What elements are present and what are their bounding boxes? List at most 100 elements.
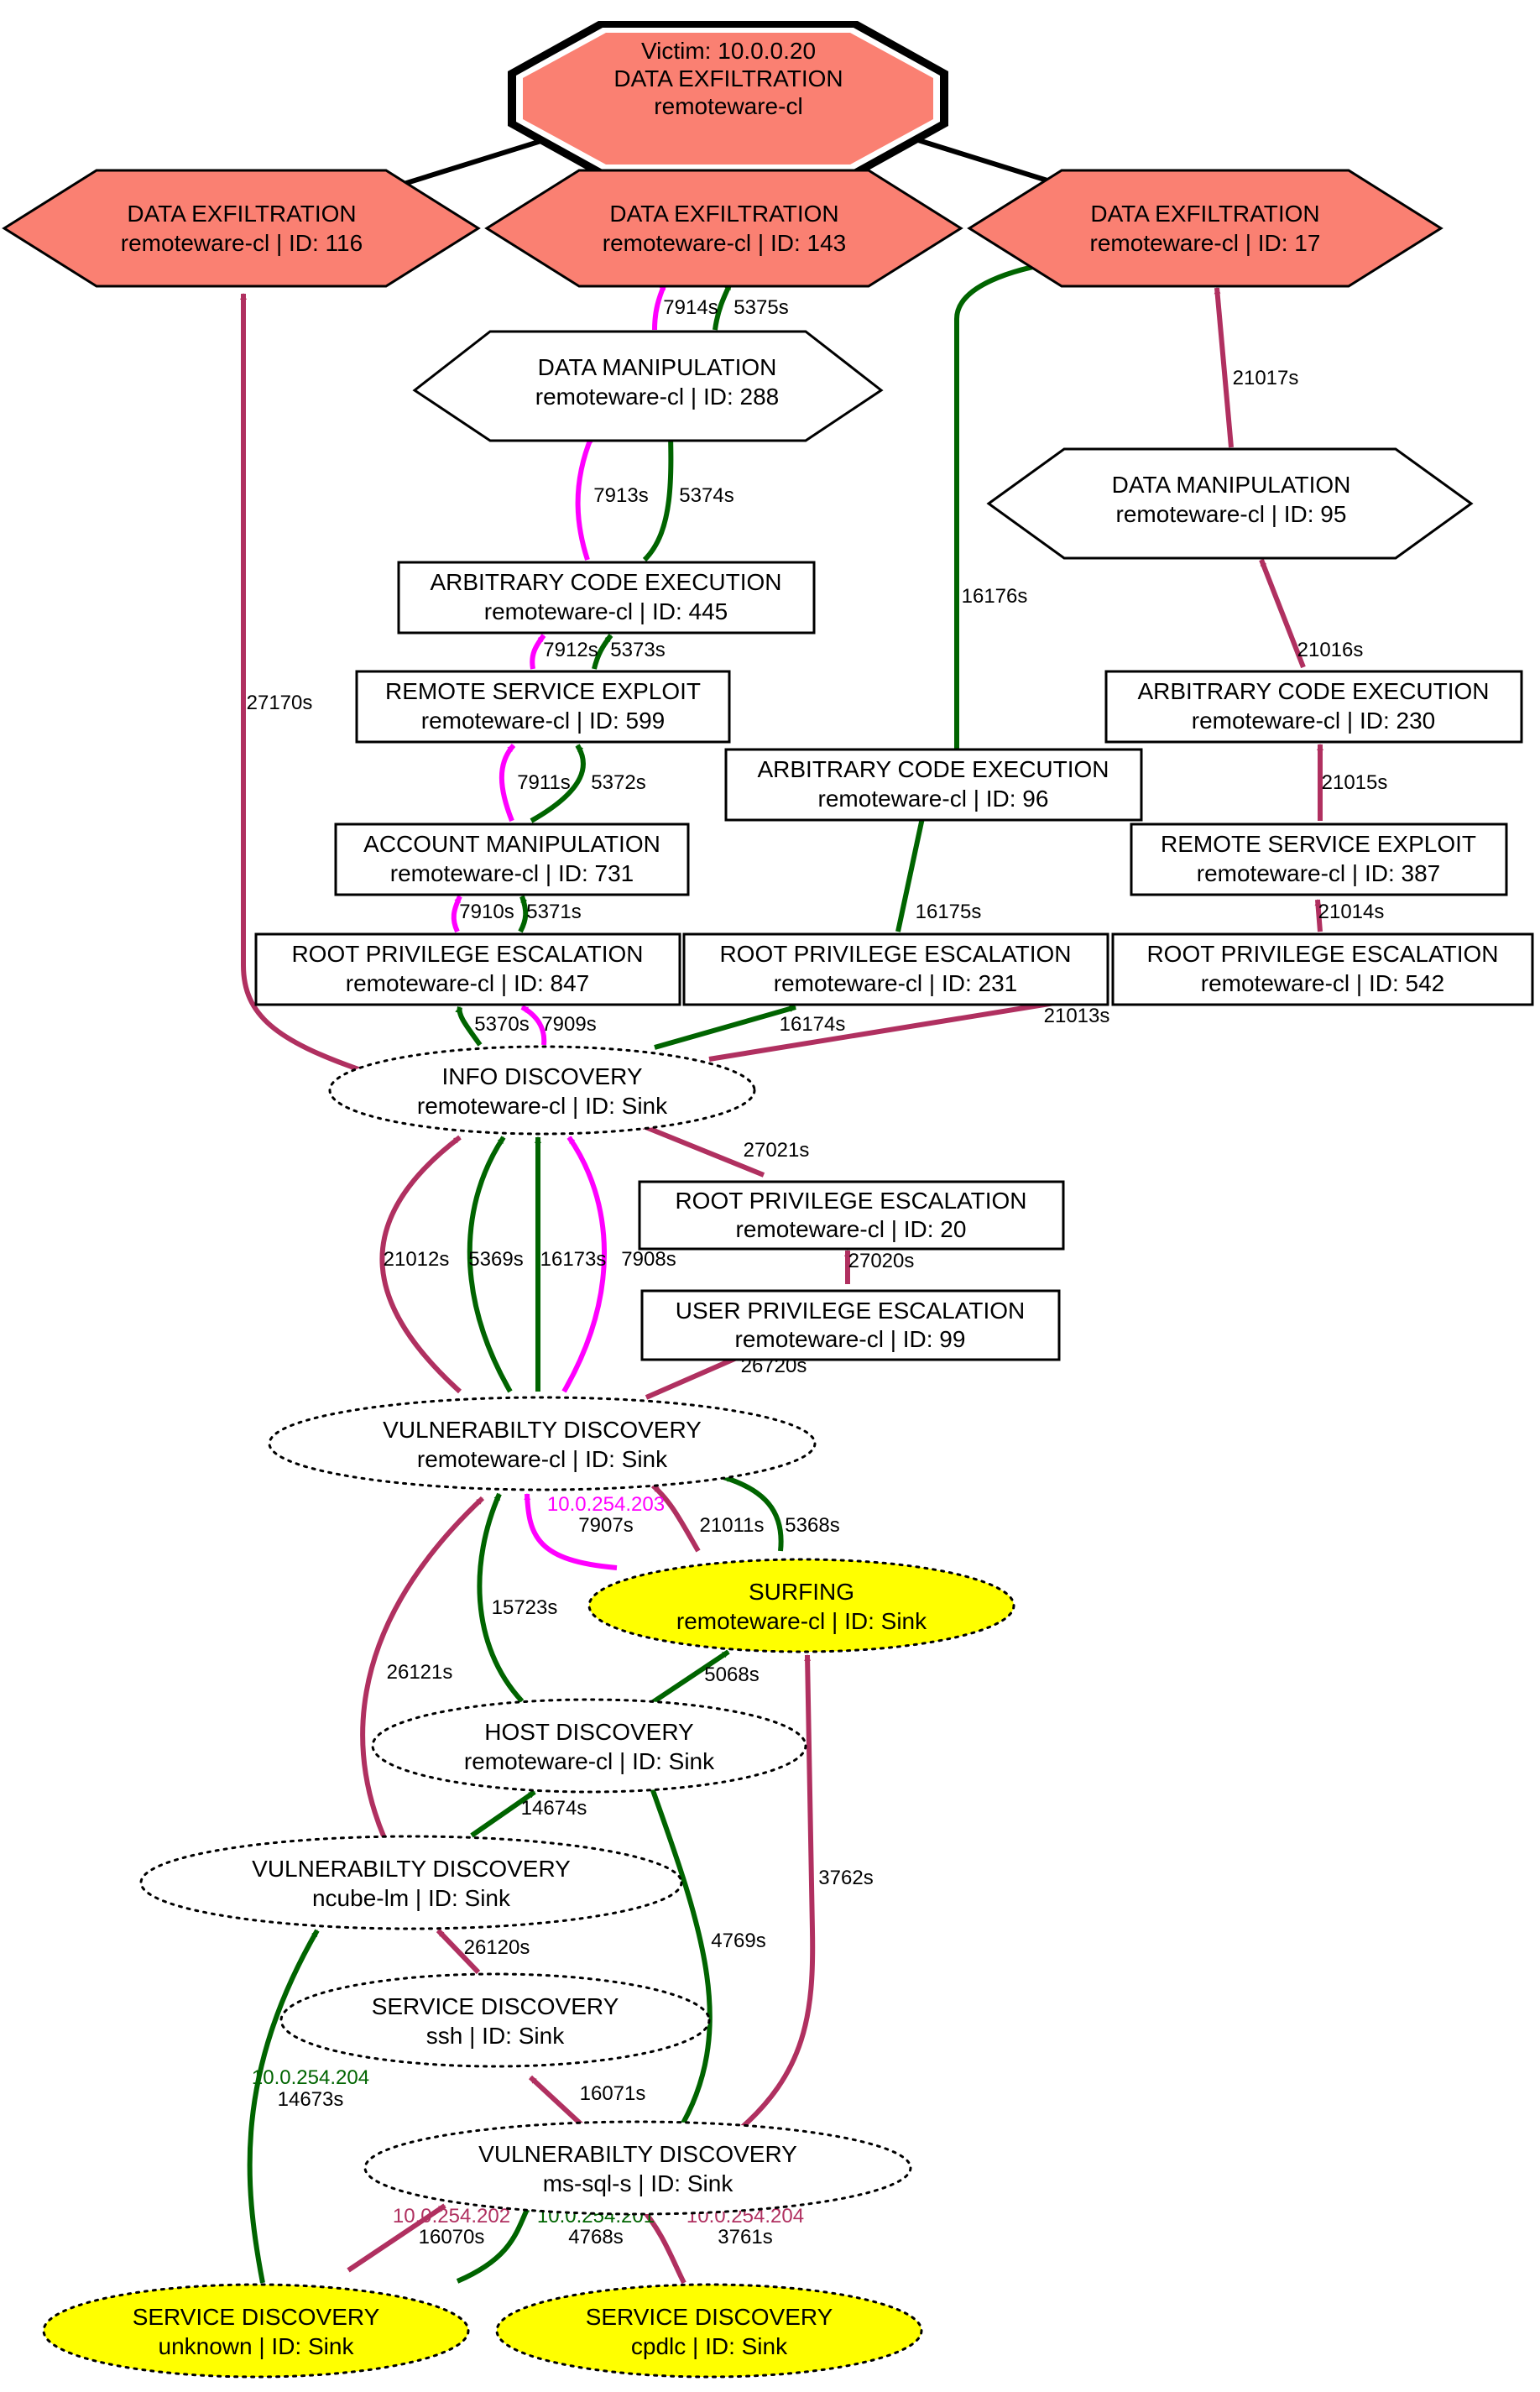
edge-e44 [347,2203,446,2273]
edge-label-e17: 16175s [916,901,982,923]
svg-text:ROOT PRIVILEGE ESCALATION: ROOT PRIVILEGE ESCALATION [719,941,1071,967]
exfil-node-143[interactable]: DATA EXFILTRATION remoteware-cl | ID: 14… [484,169,963,288]
edge-e32 [524,1493,618,1570]
svg-text:remoteware-cl | ID: 599: remoteware-cl | ID: 599 [421,708,666,734]
edge-label-e20: 5371s [526,901,581,923]
edge-label-e14: 21015s [1322,771,1388,794]
edge-e16 [530,744,586,823]
svg-text:remoteware-cl | ID: Sink: remoteware-cl | ID: Sink [417,1446,668,1472]
edge-e34 [723,1475,784,1552]
svg-text:ROOT PRIVILEGE ESCALATION: ROOT PRIVILEGE ESCALATION [291,941,643,967]
exfil-node-116[interactable]: DATA EXFILTRATION remoteware-cl | ID: 11… [2,169,481,288]
edge-label-e45: 4768s [568,2226,623,2248]
svg-text:DATA MANIPULATION: DATA MANIPULATION [1112,472,1351,498]
vuln-remoteware-node[interactable]: VULNERABILTY DISCOVERY remoteware-cl | I… [268,1396,817,1491]
edge-label-e24: 21013s [1044,1005,1110,1027]
svc-ssh-node[interactable]: SERVICE DISCOVERY ssh | ID: Sink [279,1972,711,2068]
svg-text:ARBITRARY CODE EXECUTION: ARBITRARY CODE EXECUTION [1137,678,1489,704]
edge-ip-e44: 10.0.254.202 [393,2205,510,2227]
svg-text:remoteware-cl | ID: Sink: remoteware-cl | ID: Sink [464,1748,715,1774]
edge-ip-e42: 10.0.254.204 [252,2066,369,2089]
svg-text:remoteware-cl | ID: 143: remoteware-cl | ID: 143 [603,230,847,256]
edge-label-e18: 21014s [1318,901,1385,923]
edge-label-e23: 16174s [780,1013,846,1036]
info-discovery-node[interactable]: INFO DISCOVERY remoteware-cl | ID: Sink [328,1045,756,1136]
rpe-node-231[interactable]: ROOT PRIVILEGE ESCALATION remoteware-cl … [682,932,1109,1006]
svg-text:remoteware-cl: remoteware-cl [654,93,802,119]
svg-text:REMOTE SERVICE EXPLOIT: REMOTE SERVICE EXPLOIT [1161,831,1476,857]
edge-e23 [654,1005,796,1050]
svg-text:remoteware-cl | ID: 230: remoteware-cl | ID: 230 [1192,708,1436,734]
svg-text:USER PRIVILEGE ESCALATION: USER PRIVILEGE ESCALATION [676,1298,1026,1324]
acct-node-731[interactable]: ACCOUNT MANIPULATION remoteware-cl | ID:… [334,823,690,896]
svg-text:SURFING: SURFING [749,1579,854,1605]
svg-text:VULNERABILTY DISCOVERY: VULNERABILTY DISCOVERY [252,1856,571,1882]
edge-e9 [575,435,594,561]
edge-label-e8: 21017s [1233,367,1299,389]
edge-e12 [530,634,546,670]
svg-text:DATA EXFILTRATION: DATA EXFILTRATION [613,65,843,91]
rse-node-387[interactable]: REMOTE SERVICE EXPLOIT remoteware-cl | I… [1130,823,1508,896]
edge-e17 [895,813,926,932]
svg-text:SERVICE DISCOVERY: SERVICE DISCOVERY [133,2304,380,2330]
edge-label-e5: 7914s [663,296,718,319]
vuln-ncube-node[interactable]: VULNERABILTY DISCOVERY ncube-lm | ID: Si… [139,1835,683,1930]
edge-label-e26: 27020s [848,1250,915,1272]
svg-text:remoteware-cl | ID: 731: remoteware-cl | ID: 731 [390,860,634,886]
edge-label-e11: 21016s [1297,639,1364,661]
ace-node-96[interactable]: ARBITRARY CODE EXECUTION remoteware-cl |… [724,748,1143,822]
edge-label-e33: 21011s [700,1514,765,1537]
edge-e43 [528,2075,590,2133]
edge-label-e15: 7911s [517,771,571,794]
ace-node-445[interactable]: ARBITRARY CODE EXECUTION remoteware-cl |… [397,561,816,635]
svg-text:remoteware-cl | ID: 231: remoteware-cl | ID: 231 [774,970,1018,996]
svc-cpdlc-node[interactable]: SERVICE DISCOVERY cpdlc | ID: Sink [495,2283,923,2379]
svg-text:DATA MANIPULATION: DATA MANIPULATION [538,354,777,380]
edge-e15 [499,743,516,823]
svg-text:remoteware-cl | ID: 95: remoteware-cl | ID: 95 [1116,501,1347,527]
svc-unknown-node[interactable]: SERVICE DISCOVERY unknown | ID: Sink [42,2283,470,2379]
ace-node-230[interactable]: ARBITRARY CODE EXECUTION remoteware-cl |… [1104,670,1523,744]
svg-text:REMOTE SERVICE EXPLOIT: REMOTE SERVICE EXPLOIT [385,678,701,704]
rpe-node-542[interactable]: ROOT PRIVILEGE ESCALATION remoteware-cl … [1111,932,1534,1006]
svg-text:ARBITRARY CODE EXECUTION: ARBITRARY CODE EXECUTION [757,756,1109,782]
edge-label-e37: 5068s [704,1663,759,1686]
edge-e11 [1259,558,1306,669]
rse-node-599[interactable]: REMOTE SERVICE EXPLOIT remoteware-cl | I… [355,670,731,744]
victim-node[interactable]: Victim: 10.0.0.20 DATA EXFILTRATION remo… [508,21,948,176]
rpe-node-847[interactable]: ROOT PRIVILEGE ESCALATION remoteware-cl … [254,932,681,1006]
rpe-node-20[interactable]: ROOT PRIVILEGE ESCALATION remoteware-cl … [638,1180,1065,1251]
svg-text:ROOT PRIVILEGE ESCALATION: ROOT PRIVILEGE ESCALATION [1146,941,1498,967]
edge-label-e41: 26120s [464,1936,530,1959]
svg-text:remoteware-cl | ID: Sink: remoteware-cl | ID: Sink [417,1093,668,1119]
vuln-mssql-node[interactable]: VULNERABILTY DISCOVERY ms-sql-s | ID: Si… [363,2120,912,2216]
edge-label-e19: 7910s [459,901,514,923]
surfing-node[interactable]: SURFING remoteware-cl | ID: Sink [587,1558,1015,1653]
svg-text:ms-sql-s | ID: Sink: ms-sql-s | ID: Sink [543,2170,734,2196]
edge-label-e31: 7908s [621,1248,676,1271]
edge-ip-e32: 10.0.254.203 [547,1493,665,1516]
edge-label-e34: 5368s [785,1514,839,1537]
exfil-node-17[interactable]: DATA EXFILTRATION remoteware-cl | ID: 17 [967,169,1443,288]
svg-text:VULNERABILTY DISCOVERY: VULNERABILTY DISCOVERY [478,2141,797,2167]
edge-label-e35: 15723s [492,1596,558,1619]
edge-e20 [518,896,529,933]
edge-e36 [360,1496,485,1840]
svg-text:remoteware-cl | ID: 288: remoteware-cl | ID: 288 [535,384,780,410]
svg-text:remoteware-cl | ID: 96: remoteware-cl | ID: 96 [818,786,1049,812]
edge-e18 [1314,899,1323,932]
edge-e28 [379,1135,462,1394]
upe-node-99[interactable]: USER PRIVILEGE ESCALATION remoteware-cl … [640,1289,1061,1361]
edge-label-e32: 7907s [578,1514,633,1537]
svg-text:SERVICE DISCOVERY: SERVICE DISCOVERY [372,1993,619,2019]
edge-label-e21: 5370s [474,1013,529,1036]
edge-label-e40: 4769s [711,1930,765,1952]
manip-node-288[interactable]: DATA MANIPULATION remoteware-cl | ID: 28… [412,330,884,442]
edge-label-e39: 14674s [521,1797,587,1820]
edge-label-e7: 16176s [962,585,1028,608]
svg-text:remoteware-cl | ID: 445: remoteware-cl | ID: 445 [484,598,728,624]
host-discovery-node[interactable]: HOST DISCOVERY remoteware-cl | ID: Sink [371,1698,807,1794]
manip-node-95[interactable]: DATA MANIPULATION remoteware-cl | ID: 95 [986,447,1474,560]
edge-e46 [637,2204,686,2285]
